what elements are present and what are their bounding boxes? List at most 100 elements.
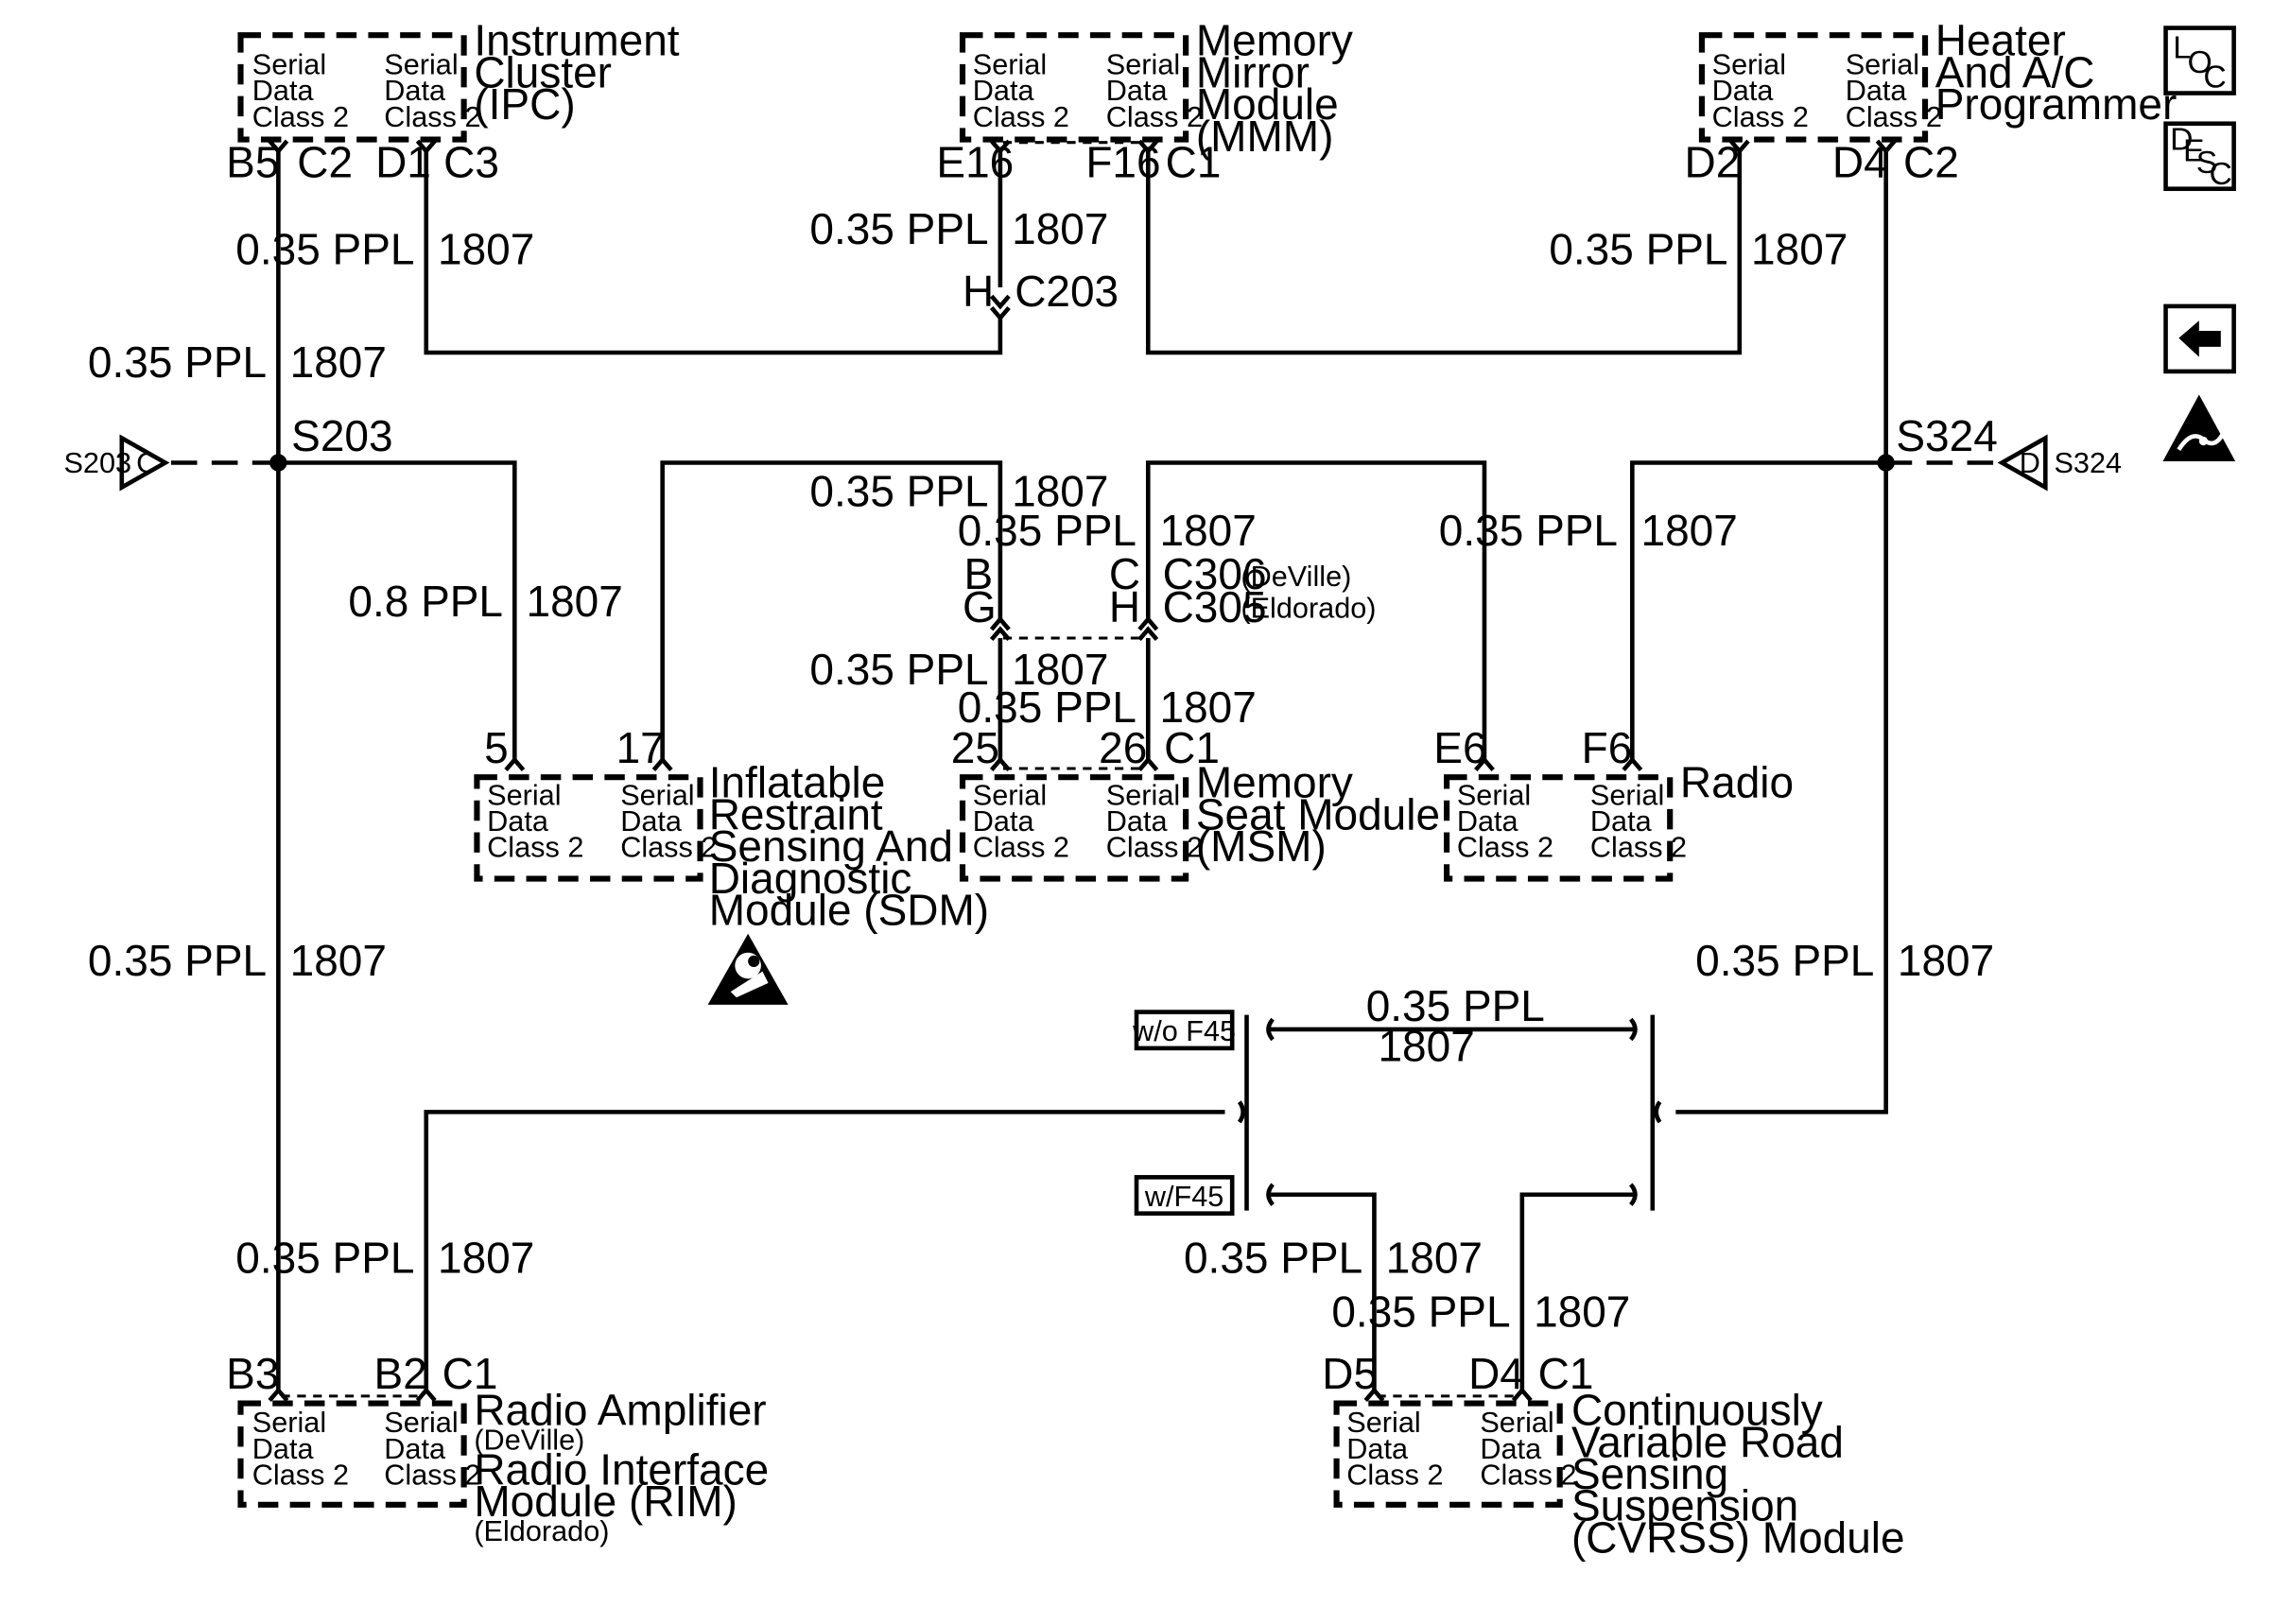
cvrss-label: Data — [1480, 1433, 1542, 1465]
wire-circuit-label: 1807 — [290, 337, 387, 387]
rim-label: Serial — [252, 1407, 326, 1439]
wire-circuit-label: 1807 — [1751, 224, 1848, 273]
rim-variant: (Eldorado) — [474, 1515, 609, 1547]
cvrss-name: Sensing — [1571, 1449, 1728, 1498]
connector-c203: H C203 — [963, 267, 1119, 316]
wire-gauge-label: 0.35 PPL — [88, 936, 267, 985]
pin-label: B5 — [226, 137, 279, 186]
wire-gauge-label: 0.35 PPL — [809, 204, 988, 253]
mmm-name: Module — [1196, 79, 1339, 129]
ipc-label: Serial — [384, 49, 458, 81]
rim-name: Radio Amplifier — [474, 1386, 766, 1435]
sdm-name: Sensing And — [709, 821, 953, 871]
airbag-warning-icon — [707, 933, 789, 1005]
pin-label: D4 — [1832, 137, 1888, 186]
pin-label: C1 — [442, 1349, 498, 1398]
splice-s203-dot — [269, 454, 287, 472]
wire-circuit-label: 1807 — [290, 936, 387, 985]
radio-label: Data — [1590, 805, 1653, 838]
wire-layer — [170, 141, 1998, 1398]
option-tag-label: w/o F45 — [1132, 1015, 1236, 1047]
pin-label: B3 — [226, 1349, 279, 1398]
sdm-label: Serial — [620, 779, 694, 811]
wire-gauge-label: 0.35 PPL — [1695, 936, 1874, 985]
wire-circuit-label: 1807 — [1898, 936, 1994, 985]
connector-name: C306 — [1163, 549, 1267, 598]
wire-gauge-label: 0.35 PPL — [235, 224, 414, 273]
wire-circuit-label: 1807 — [527, 577, 623, 626]
wire-gauge-label: 0.35 PPL — [1439, 506, 1618, 555]
sdm-name: Diagnostic — [709, 854, 912, 903]
wire-circuit-label: 1807 — [1012, 467, 1108, 516]
ipc-label: Serial — [252, 49, 326, 81]
cvrss-label: Data — [1346, 1433, 1409, 1465]
wire-gauge-label: 0.8 PPL — [348, 577, 503, 626]
pin-label: D2 — [1685, 137, 1741, 186]
rim-label: Class 2 — [252, 1459, 349, 1491]
desc-letter: E — [2183, 133, 2205, 169]
splice-s324-dot — [1877, 454, 1895, 472]
ipc-name: Cluster — [474, 47, 612, 96]
wire-circuit-label: 1807 — [1386, 1234, 1483, 1283]
module-cvrss: Serial Data Class 2 Serial Data Class 2 … — [1322, 1349, 1904, 1562]
pin-label: C1 — [1166, 137, 1222, 186]
msm-name: (MSM) — [1196, 821, 1327, 871]
loc-letter: O — [2188, 44, 2212, 80]
splice-name: S203 — [291, 411, 392, 460]
splice-s324: S324 D S324 — [1896, 411, 2122, 492]
hvac-label: Data — [1846, 75, 1908, 107]
hvac-label: Class 2 — [1712, 101, 1809, 133]
back-arrow-icon[interactable] — [2163, 303, 2236, 374]
cvrss-name: (CVRSS) Module — [1571, 1512, 1905, 1562]
msm-name: Memory — [1196, 758, 1353, 807]
cvrss-label: Serial — [1480, 1407, 1553, 1439]
mmm-label: Data — [973, 75, 1035, 107]
loc-letter: C — [2203, 59, 2226, 95]
desc-icon[interactable]: D E S C — [2163, 121, 2236, 192]
wire-gauge-label: 0.35 PPL — [1549, 224, 1727, 273]
connector-variant: (DeVille) — [1241, 561, 1351, 593]
pin-label: F16 — [1085, 137, 1160, 186]
pin-label: 25 — [951, 723, 999, 772]
splice-ref-letter: D — [2020, 447, 2040, 479]
hvac-name: Programmer — [1935, 79, 2178, 129]
pin-label: E6 — [1433, 723, 1486, 772]
pin-label: C3 — [443, 137, 499, 186]
msm-name: Seat Module — [1196, 789, 1440, 838]
esd-warning-icon[interactable] — [2162, 394, 2236, 461]
wire-labels: 0.35 PPL 1807 0.35 PPL 1807 0.35 PPL 180… — [88, 204, 1994, 1336]
pin-label: C1 — [1164, 723, 1220, 772]
msm-label: Serial — [973, 779, 1047, 811]
connector-cavity: G — [963, 582, 997, 631]
loc-icon[interactable]: L O C — [2163, 26, 2236, 95]
radio-label: Class 2 — [1457, 832, 1553, 864]
pin-label: C2 — [1903, 137, 1959, 186]
pin-label: E16 — [936, 137, 1014, 186]
msm-label: Data — [1106, 805, 1169, 838]
hvac-label: Class 2 — [1846, 101, 1942, 133]
wire-gauge-label: 0.35 PPL — [1184, 1234, 1362, 1283]
rim-label: Data — [384, 1433, 446, 1465]
connector-cavity: B — [964, 549, 994, 598]
wire-gauge-label: 0.35 PPL — [88, 337, 267, 387]
wire-gauge-label: 0.35 PPL — [235, 1234, 414, 1283]
cvrss-label: Serial — [1346, 1407, 1420, 1439]
hvac-name: And A/C — [1935, 47, 2095, 96]
wire-gauge-label: 0.35 PPL — [958, 682, 1136, 732]
mmm-name: (MMM) — [1196, 112, 1334, 161]
radio-label: Class 2 — [1590, 832, 1687, 864]
splice-ref-label: S324 — [2054, 447, 2122, 479]
sdm-label: Data — [487, 805, 549, 838]
hvac-label: Data — [1712, 75, 1775, 107]
desc-letter: D — [2170, 121, 2193, 157]
sdm-label: Class 2 — [487, 832, 583, 864]
wire-circuit-label: 1807 — [1160, 506, 1257, 555]
module-ipc: Serial Data Class 2 Serial Data Class 2 … — [226, 16, 680, 187]
splice-ref-label: S203 — [63, 447, 131, 479]
module-sdm: Serial Data Class 2 Serial Data Class 2 … — [474, 723, 989, 935]
connector-cavity: H — [963, 267, 994, 316]
pin-label: C1 — [1538, 1349, 1594, 1398]
wire-circuit-label: 1807 — [1378, 1022, 1474, 1071]
cvrss-name: Suspension — [1571, 1481, 1798, 1530]
wire-circuit-label: 1807 — [1160, 682, 1257, 732]
